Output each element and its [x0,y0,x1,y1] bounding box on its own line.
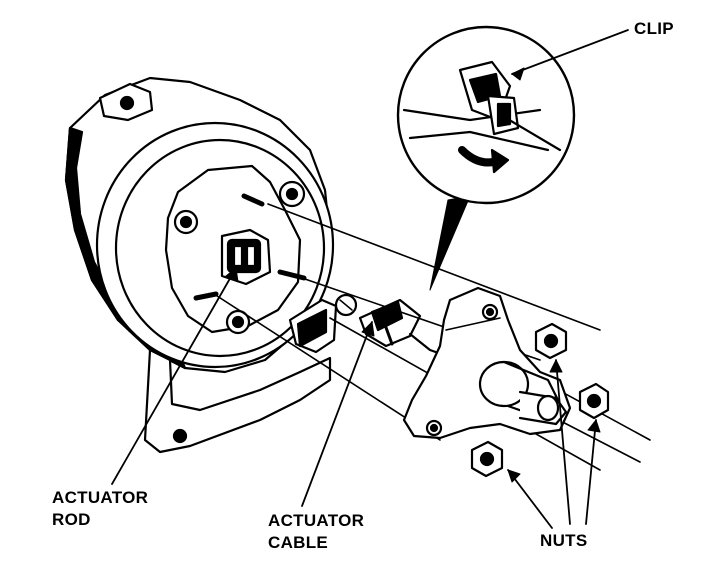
actuator-cable-label-line1: ACTUATOR [268,511,365,530]
clip-detail-inset [396,25,576,291]
nuts-leader-1 [507,469,553,529]
nut-upper [534,322,568,360]
actuator-cable-label-line2: CABLE [268,533,329,552]
nut-lower [470,440,504,478]
cable-flange-assembly [402,286,572,440]
rod-leader [111,267,237,485]
clip-leader [511,29,629,75]
cable-leader [301,321,373,507]
actuator-rod-label: ACTUATOR ROD [52,487,148,531]
leader-lines [111,29,629,529]
nuts-leader-3 [585,419,597,525]
actuator-cable-label: ACTUATOR CABLE [268,510,364,554]
actuator-cable-end [334,293,482,370]
actuator-housing [64,76,338,454]
nut-right [578,382,610,420]
clip-label: CLIP [634,19,674,38]
nuts-leader-2 [555,359,571,525]
actuator-rod-label-line2: ROD [52,510,91,529]
nuts-label: NUTS [540,531,588,550]
actuator-rod-label-line1: ACTUATOR [52,488,149,507]
